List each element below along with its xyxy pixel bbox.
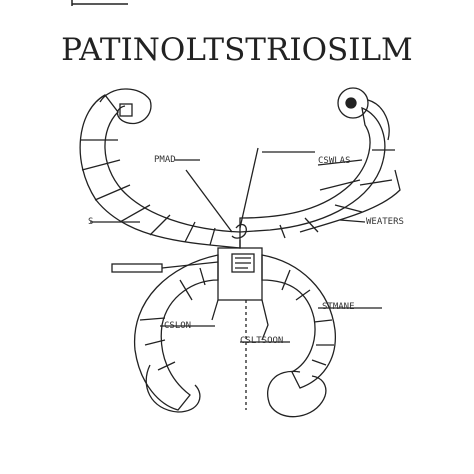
label-upper-left: PMAD	[154, 155, 176, 165]
label-upper-right: CSWLAS	[318, 156, 351, 166]
label-lower-left: CSLON	[164, 321, 192, 331]
upper-right-arm	[239, 106, 386, 233]
label-lower-center: CSLTSOON	[240, 336, 284, 346]
lower-loop	[133, 254, 219, 411]
diagram-title: PATINOLTSTRIOSILM	[61, 32, 413, 68]
right-curl	[337, 87, 369, 119]
left-curl	[99, 88, 152, 125]
label-left-mid: S	[88, 217, 94, 227]
central-box	[231, 253, 255, 273]
label-lower-right: STMANE	[322, 302, 355, 312]
left-curl-box	[119, 103, 133, 117]
neck-figure	[231, 223, 247, 248]
central-body	[217, 247, 263, 301]
label-right-mid: WEATERS	[366, 217, 404, 227]
lower-left-hook	[145, 364, 201, 413]
lower-right-hook	[267, 370, 327, 418]
upper-left-arm	[79, 94, 241, 249]
corner-mark	[71, 0, 128, 6]
